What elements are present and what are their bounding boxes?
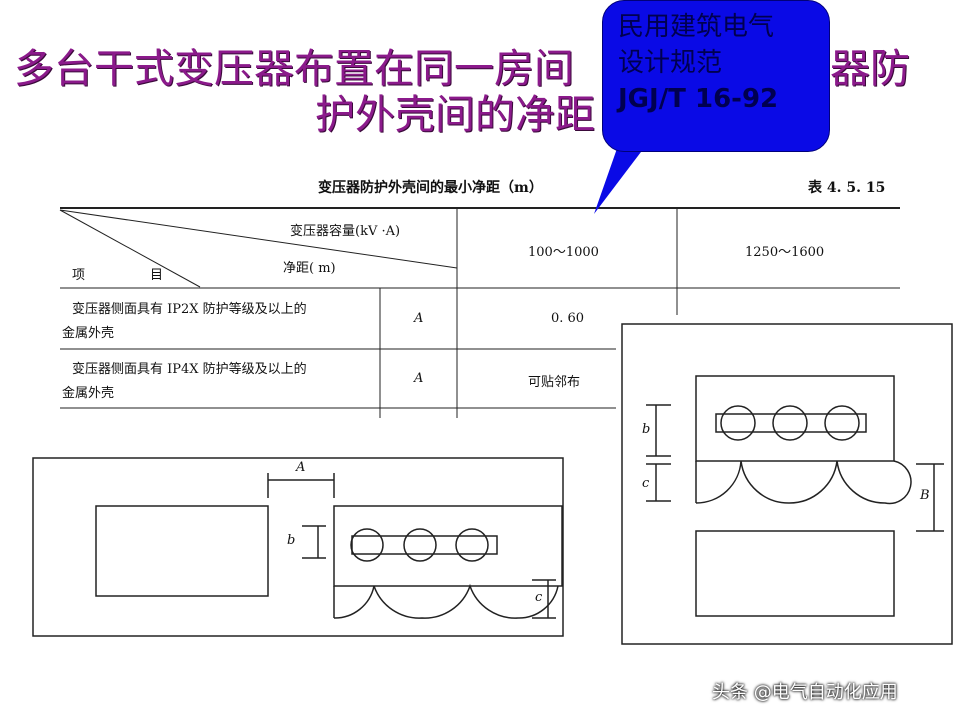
row-2-item: 变压器侧面具有 IP4X 防护等级及以上的 — [72, 362, 307, 377]
diagram-left: A b c — [0, 418, 580, 648]
dimension-label-b-upper: B — [920, 488, 930, 503]
table-caption: 变压器防护外壳间的最小净距（m） — [318, 180, 543, 196]
row-1-item2: 金属外壳 — [62, 326, 115, 341]
row-1-value: 0. 60 — [551, 311, 585, 326]
callout-line-3: JGJ/T 16-92 — [618, 84, 779, 114]
dimension-label-b: b — [287, 533, 296, 548]
callout-line-2: 设计规范 — [618, 48, 723, 78]
slide-title-line1-left: 多台干式变压器布置在同一房间 — [14, 46, 574, 92]
dimension-label-c: c — [642, 476, 650, 491]
diagram-right: b c B — [616, 316, 960, 650]
header-item: 项 — [72, 268, 86, 283]
header-capacity: 变压器容量(kV ·A) — [290, 224, 401, 239]
dimension-label-b: b — [642, 422, 651, 437]
header-col-1: 100～1000 — [528, 245, 599, 260]
standard-callout: 民用建筑电气 设计规范 JGJ/T 16-92 — [602, 0, 830, 152]
callout-pointer — [594, 140, 650, 214]
header-col-2: 1250～1600 — [745, 245, 825, 260]
callout-line-1: 民用建筑电气 — [618, 12, 775, 42]
slide-title-line2: 护外壳间的净距 — [315, 92, 595, 138]
header-item2: 目 — [150, 268, 164, 283]
row-2-value: 可贴邻布 — [528, 375, 581, 390]
slide-title-line1-right: 器防 — [830, 46, 910, 92]
row-2-code: A — [414, 371, 424, 386]
row-1-item: 变压器侧面具有 IP2X 防护等级及以上的 — [72, 302, 307, 317]
header-distance: 净距( m) — [283, 261, 336, 276]
dimension-label-c: c — [535, 590, 543, 605]
row-1-code: A — [414, 311, 424, 326]
row-2-item2: 金属外壳 — [62, 386, 115, 401]
dimension-label-a: A — [296, 460, 306, 475]
watermark: 头条 @电气自动化应用 — [712, 682, 898, 703]
table-number: 表 4. 5. 15 — [808, 180, 886, 196]
